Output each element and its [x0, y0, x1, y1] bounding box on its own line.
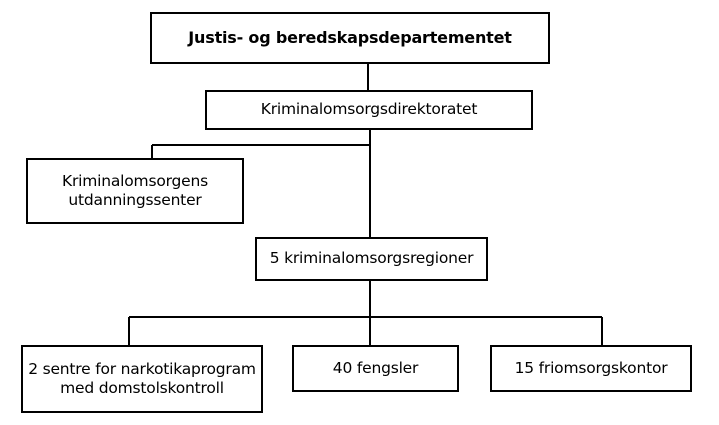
- node-probation-offices: 15 friomsorgskontor: [490, 345, 692, 392]
- node-narcotics-program: 2 sentre for narkotikaprogram med domsto…: [21, 345, 263, 413]
- node-directorate: Kriminalomsorgsdirektoratet: [205, 90, 533, 130]
- node-education-center: Kriminalomsorgens utdanningssenter: [26, 158, 244, 224]
- node-narcotics-program-line-2: med domstolskontroll: [60, 379, 224, 397]
- node-narcotics-program-line-1: 2 sentre for narkotikaprogram: [28, 359, 256, 378]
- node-education-center-line-2: utdanningssenter: [68, 191, 202, 209]
- node-probation-offices-label: 15 friomsorgskontor: [514, 358, 668, 377]
- node-directorate-label: Kriminalomsorgsdirektoratet: [260, 100, 478, 119]
- node-education-center-line-1: Kriminalomsorgens: [62, 171, 208, 190]
- node-prisons: 40 fengsler: [292, 345, 459, 392]
- node-regions: 5 kriminalomsorgsregioner: [255, 237, 488, 281]
- node-ministry-label: Justis- og beredskapsdepartementet: [188, 28, 512, 47]
- node-regions-label: 5 kriminalomsorgsregioner: [269, 249, 474, 268]
- node-prisons-label: 40 fengsler: [332, 358, 419, 377]
- node-ministry: Justis- og beredskapsdepartementet: [150, 12, 550, 64]
